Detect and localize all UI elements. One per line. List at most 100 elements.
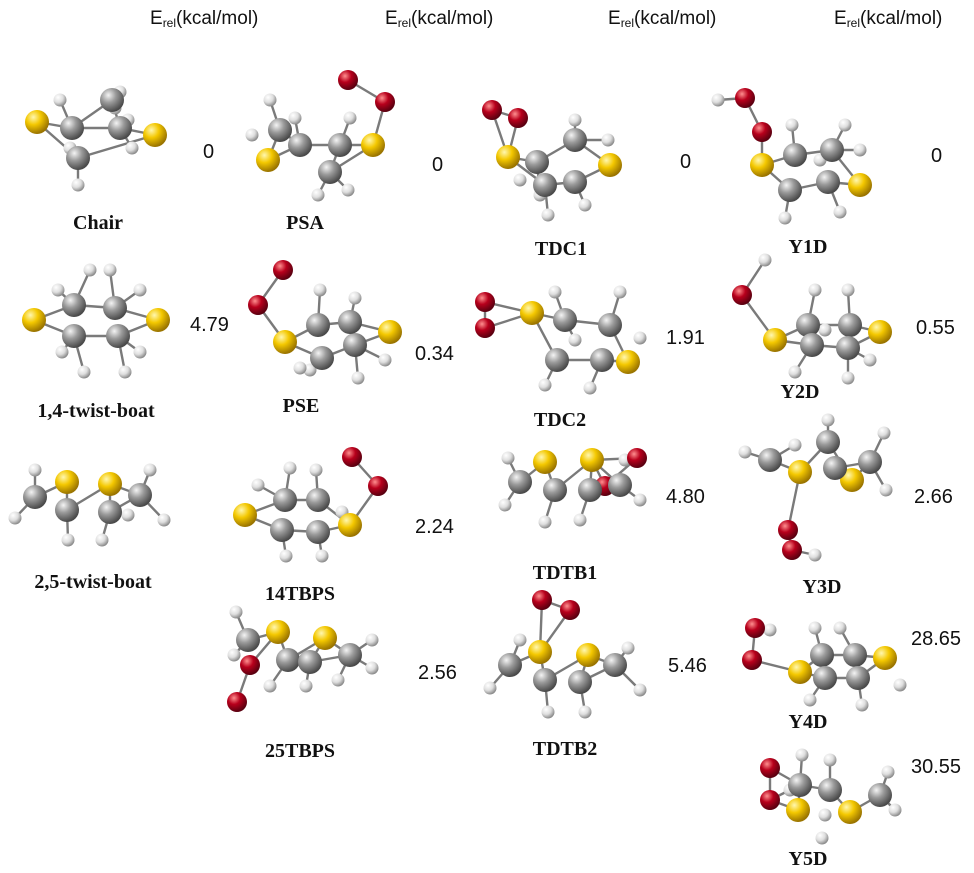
label-chair: Chair (73, 212, 123, 234)
hydrogen-atom (821, 413, 835, 427)
label-y1d: Y1D (788, 236, 828, 258)
hydrogen-atom (513, 173, 527, 187)
hydrogen-atom (125, 141, 139, 155)
label-tdtb1: TDTB1 (532, 562, 598, 584)
sulfur-atom (256, 148, 280, 172)
sulfur-atom (22, 308, 46, 332)
sulfur-atom (25, 110, 49, 134)
sulfur-atom (143, 123, 167, 147)
hydrogen-atom (538, 515, 552, 529)
carbon-atom (306, 313, 330, 337)
carbon-atom (590, 348, 614, 372)
oxygen-atom (782, 540, 802, 560)
sulfur-atom (338, 513, 362, 537)
sulfur-atom (873, 646, 897, 670)
carbon-atom (288, 133, 312, 157)
carbon-atom (838, 313, 862, 337)
molecule-14tbps (233, 447, 388, 563)
carbon-atom (816, 430, 840, 454)
hydrogen-atom (133, 345, 147, 359)
label-tdc1: TDC1 (534, 238, 588, 260)
hydrogen-atom (313, 283, 327, 297)
sulfur-atom (528, 640, 552, 664)
carbon-atom (843, 643, 867, 667)
energy-header-col4: Erel(kcal/mol) (834, 8, 943, 30)
oxygen-atom (760, 758, 780, 778)
sulfur-atom (313, 626, 337, 650)
carbon-atom (306, 520, 330, 544)
energy-tdc1: 0 (680, 151, 692, 173)
energy-header-col1: Erel(kcal/mol) (150, 8, 259, 30)
hydrogen-atom (833, 205, 847, 219)
molecule-tdtb1 (498, 448, 647, 529)
hydrogen-atom (341, 183, 355, 197)
energy-header-col2: Erel(kcal/mol) (385, 8, 494, 30)
carbon-atom (236, 628, 260, 652)
sulfur-atom (55, 470, 79, 494)
carbon-atom (533, 668, 557, 692)
carbon-atom (553, 308, 577, 332)
hydrogen-atom (513, 633, 527, 647)
carbon-atom (328, 133, 352, 157)
hydrogen-atom (815, 831, 829, 845)
carbon-atom (563, 128, 587, 152)
oxygen-atom (475, 318, 495, 338)
carbon-atom (55, 498, 79, 522)
bond (76, 133, 157, 160)
hydrogen-atom (501, 451, 515, 465)
molecule-y2d (732, 253, 892, 385)
oxygen-atom (338, 70, 358, 90)
carbon-atom (270, 518, 294, 542)
carbon-atom (788, 773, 812, 797)
energy-y3d: 2.66 (914, 486, 953, 508)
hydrogen-atom (578, 198, 592, 212)
label-25tbps: 25TBPS (264, 740, 336, 762)
carbon-atom (338, 310, 362, 334)
hydrogen-atom (818, 323, 832, 337)
carbon-atom (816, 170, 840, 194)
oxygen-atom (240, 655, 260, 675)
carbon-atom (836, 336, 860, 360)
hydrogen-atom (55, 345, 69, 359)
hydrogen-atom (633, 683, 647, 697)
carbon-atom (62, 324, 86, 348)
oxygen-atom (375, 92, 395, 112)
carbon-atom (60, 116, 84, 140)
hydrogen-atom (365, 633, 379, 647)
carbon-atom (98, 500, 122, 524)
carbon-atom (603, 653, 627, 677)
oxygen-atom (732, 285, 752, 305)
label-14-twist-boat: 1,4-twist-boat (37, 400, 155, 422)
molecule-y5d (760, 748, 902, 845)
oxygen-atom (273, 260, 293, 280)
hydrogen-atom (758, 253, 772, 267)
hydrogen-atom (279, 549, 293, 563)
label-tdtb2: TDTB2 (532, 738, 598, 760)
hydrogen-atom (633, 331, 647, 345)
sulfur-atom (616, 350, 640, 374)
carbon-atom (310, 346, 334, 370)
sulfur-atom (598, 153, 622, 177)
oxygen-atom (745, 618, 765, 638)
carbon-atom (498, 653, 522, 677)
carbon-atom (818, 778, 842, 802)
hydrogen-atom (541, 208, 555, 222)
carbon-atom (868, 783, 892, 807)
hydrogen-atom (311, 188, 325, 202)
sulfur-atom (533, 450, 557, 474)
energy-y1d: 0 (931, 145, 943, 167)
carbon-atom (23, 485, 47, 509)
label-tdc2: TDC2 (533, 409, 587, 431)
molecule-y3d (738, 413, 893, 562)
energy-header-col3: Erel(kcal/mol) (608, 8, 717, 30)
oxygen-atom (760, 790, 780, 810)
carbon-atom (62, 293, 86, 317)
energy-psa: 0 (432, 154, 444, 176)
hydrogen-atom (251, 478, 265, 492)
energy-14tbps: 2.24 (415, 516, 454, 538)
hydrogen-atom (808, 283, 822, 297)
carbon-atom (128, 483, 152, 507)
oxygen-atom (482, 100, 502, 120)
energy-14-twist-boat: 4.79 (190, 314, 229, 336)
